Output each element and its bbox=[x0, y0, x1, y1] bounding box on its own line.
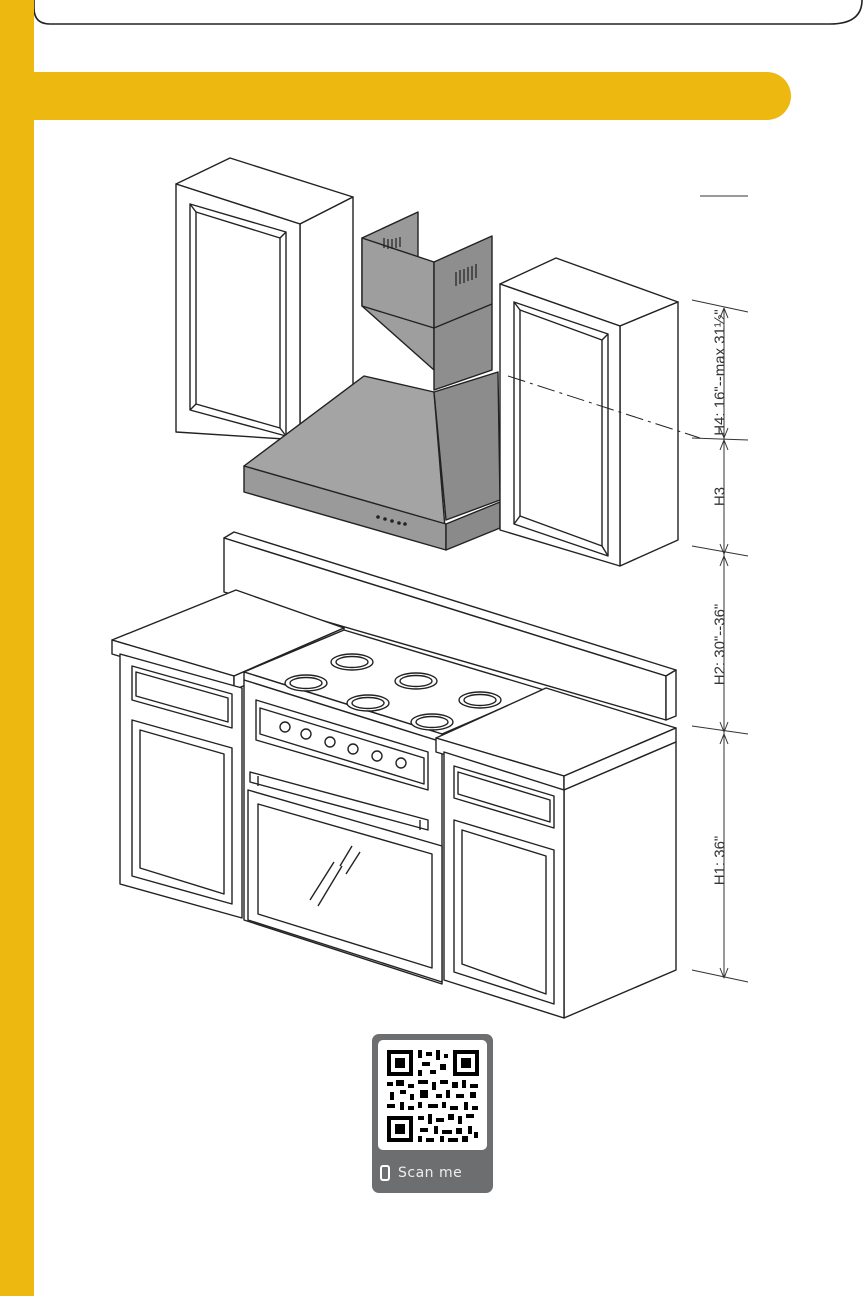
right-base-cabinet bbox=[436, 688, 676, 1018]
phone-icon bbox=[380, 1165, 390, 1181]
left-upper-cabinet bbox=[176, 158, 353, 440]
scan-me-label: Scan me bbox=[398, 1165, 462, 1181]
qr-code-pattern bbox=[378, 1040, 487, 1150]
h3-dimension-label: H3 bbox=[712, 477, 729, 517]
qr-code-card[interactable]: Scan me bbox=[372, 1034, 493, 1193]
right-upper-cabinet bbox=[500, 258, 678, 566]
h2-dimension-label: H2: 30"--36" bbox=[712, 585, 729, 705]
scan-me-row: Scan me bbox=[380, 1162, 462, 1184]
h1-dimension-label: H1: 36" bbox=[712, 811, 729, 911]
qr-code[interactable] bbox=[378, 1040, 487, 1150]
h4-dimension-label: H4: 16"--max 31½" bbox=[712, 303, 729, 443]
